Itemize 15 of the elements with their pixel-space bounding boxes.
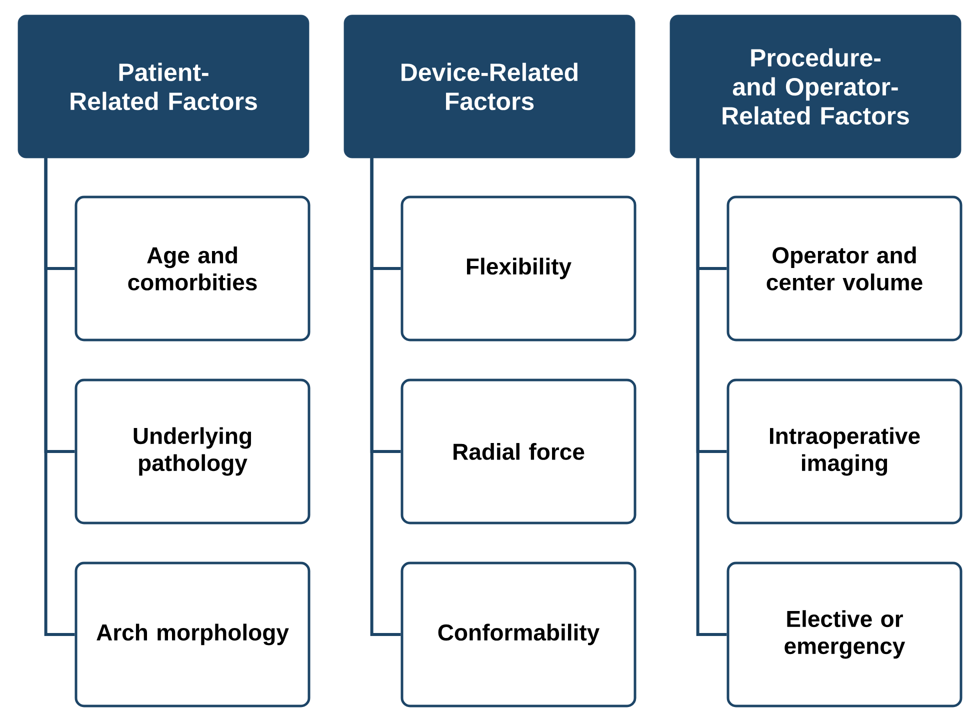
header-box: Procedure- and Operator-Related Factors <box>670 14 962 158</box>
factor-box: Arch morphology <box>74 562 310 708</box>
factor-box: Underlying pathology <box>74 378 310 524</box>
connector-line <box>370 158 401 636</box>
factor-box: Flexibility <box>400 196 636 342</box>
header-box: Device-Related Factors <box>344 14 636 158</box>
factor-box: Age and comorbities <box>74 196 310 342</box>
factor-box: Operator and center volume <box>726 196 962 342</box>
factor-box: Intraoperative imaging <box>726 378 962 524</box>
header-box: Patient-Related Factors <box>18 14 310 158</box>
connector-line <box>44 158 75 636</box>
factor-box: Radial force <box>400 378 636 524</box>
factor-box: Conformability <box>400 562 636 708</box>
factor-box: Elective or emergency <box>726 562 962 708</box>
connector-line <box>696 158 727 636</box>
